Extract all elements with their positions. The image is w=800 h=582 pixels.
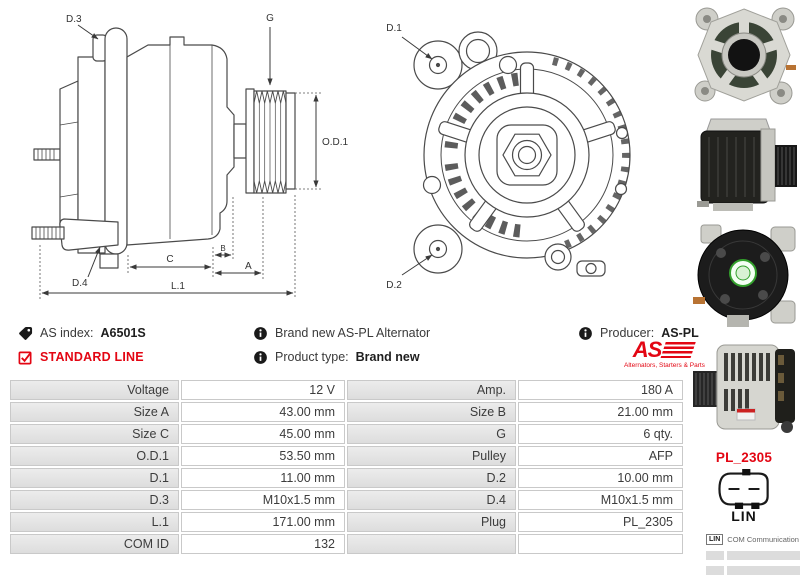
table-row: Size A 43.00 mm Size B 21.00 mm [10,402,683,422]
as-pl-logo: AS Alternators, Starters & Parts [624,337,705,370]
spec-table: Voltage 12 V Amp. 180 A Size A 43.00 mm … [8,378,685,556]
product-type-value: Brand new [355,350,420,364]
spec-label: Size B [347,402,516,422]
legend-row-placeholder [706,551,800,560]
technical-drawing-front-view: D.1 D.2 [386,23,631,291]
extension-lines [39,92,322,299]
info-icon [253,326,268,341]
table-row: Voltage 12 V Amp. 180 A [10,380,683,400]
as-index-label: AS index: [40,326,94,340]
standard-line-item: STANDARD LINE [18,349,144,365]
spec-value: M10x1.5 mm [518,490,683,510]
plug-connector-icon [718,469,769,509]
table-row: D.3 M10x1.5 mm D.4 M10x1.5 mm [10,490,683,510]
table-row: COM ID 132 [10,534,683,554]
dimension-label-d2: D.2 [386,280,402,291]
dimension-label-d1: D.1 [386,23,402,34]
as-index-item: AS index: A6501S [18,325,146,341]
leader-lines [401,36,433,276]
producer-value: AS-PL [661,326,699,340]
table-row: L.1 171.00 mm Plug PL_2305 [10,512,683,532]
product-photo-front[interactable] [691,2,797,110]
spec-value: AFP [518,446,683,466]
logo-text: AS [632,337,663,362]
spec-value: 180 A [518,380,683,400]
alternator-side-outline [31,27,296,269]
spec-value: 6 qty. [518,424,683,444]
spec-value: 21.00 mm [518,402,683,422]
spec-label: Plug [347,512,516,532]
spec-label: Amp. [347,380,516,400]
spec-label: D.2 [347,468,516,488]
legend-row: LIN COM Communication [706,534,800,545]
plug-name[interactable]: PL_2305 [715,450,773,465]
product-photo-side-right[interactable] [691,112,797,220]
spec-label: O.D.1 [10,446,179,466]
plug-legend: LIN COM Communication [706,534,800,575]
product-photo-column [690,2,798,442]
brand-new-item: Brand new AS-PL Alternator [253,325,430,341]
spec-value: 132 [181,534,345,554]
brand-new-text: Brand new AS-PL Alternator [275,326,431,340]
product-type-label: Product type: [275,350,349,364]
product-type-item: Product type: Brand new [253,349,420,365]
logo-stripes [660,341,697,359]
tag-icon [18,326,33,341]
legend-row-placeholder [706,566,800,575]
legend-abbr: LIN [706,534,724,545]
dimension-label-a: A [245,261,252,272]
spec-value: 12 V [181,380,345,400]
dimension-label-d3: D.3 [66,14,82,25]
spec-label: D.3 [10,490,179,510]
spec-value: 11.00 mm [181,468,345,488]
spec-label [347,534,516,554]
logo-tagline: Alternators, Starters & Parts [624,362,705,369]
spec-value: M10x1.5 mm [181,490,345,510]
spec-label: L.1 [10,512,179,532]
spec-label: Voltage [10,380,179,400]
info-icon [253,350,268,365]
checkbox-icon [18,350,33,365]
spec-value: 43.00 mm [181,402,345,422]
producer-label: Producer: [600,326,655,340]
product-photo-rear[interactable] [691,222,797,330]
table-row: O.D.1 53.50 mm Pulley AFP [10,446,683,466]
spec-value: 53.50 mm [181,446,345,466]
spec-value: 171.00 mm [181,512,345,532]
legend-desc: COM Communication [727,535,799,544]
dimension-label-l1: L.1 [171,281,185,292]
dimension-label-b: B [220,244,225,253]
alternator-front-outline [413,31,631,277]
spec-label: D.4 [347,490,516,510]
table-row: Size C 45.00 mm G 6 qty. [10,424,683,444]
spec-label: D.1 [10,468,179,488]
spec-label: Size C [10,424,179,444]
dimension-label-od1: O.D.1 [322,137,349,148]
dimension-label-g: G [266,13,274,24]
info-icon [578,326,593,341]
spec-value: PL_2305 [518,512,683,532]
table-row: D.1 11.00 mm D.2 10.00 mm [10,468,683,488]
dimension-label-c: C [166,254,173,265]
standard-line-label: STANDARD LINE [40,350,144,364]
dimension-label-d4: D.4 [72,278,88,289]
technical-drawing-side-view: D.3 G O.D.1 D.4 C B A L.1 [31,13,349,299]
spec-value: 45.00 mm [181,424,345,444]
spec-label: Pulley [347,446,516,466]
spec-label: COM ID [10,534,179,554]
spec-value [518,534,683,554]
spec-label: G [347,424,516,444]
spec-label: Size A [10,402,179,422]
as-index-value: A6501S [100,326,146,340]
plug-type-label: LIN [731,508,757,524]
dimension-arrows [41,24,319,296]
product-photo-side-left[interactable] [691,332,797,440]
spec-value: 10.00 mm [518,468,683,488]
producer-item: Producer: AS-PL [578,325,699,341]
